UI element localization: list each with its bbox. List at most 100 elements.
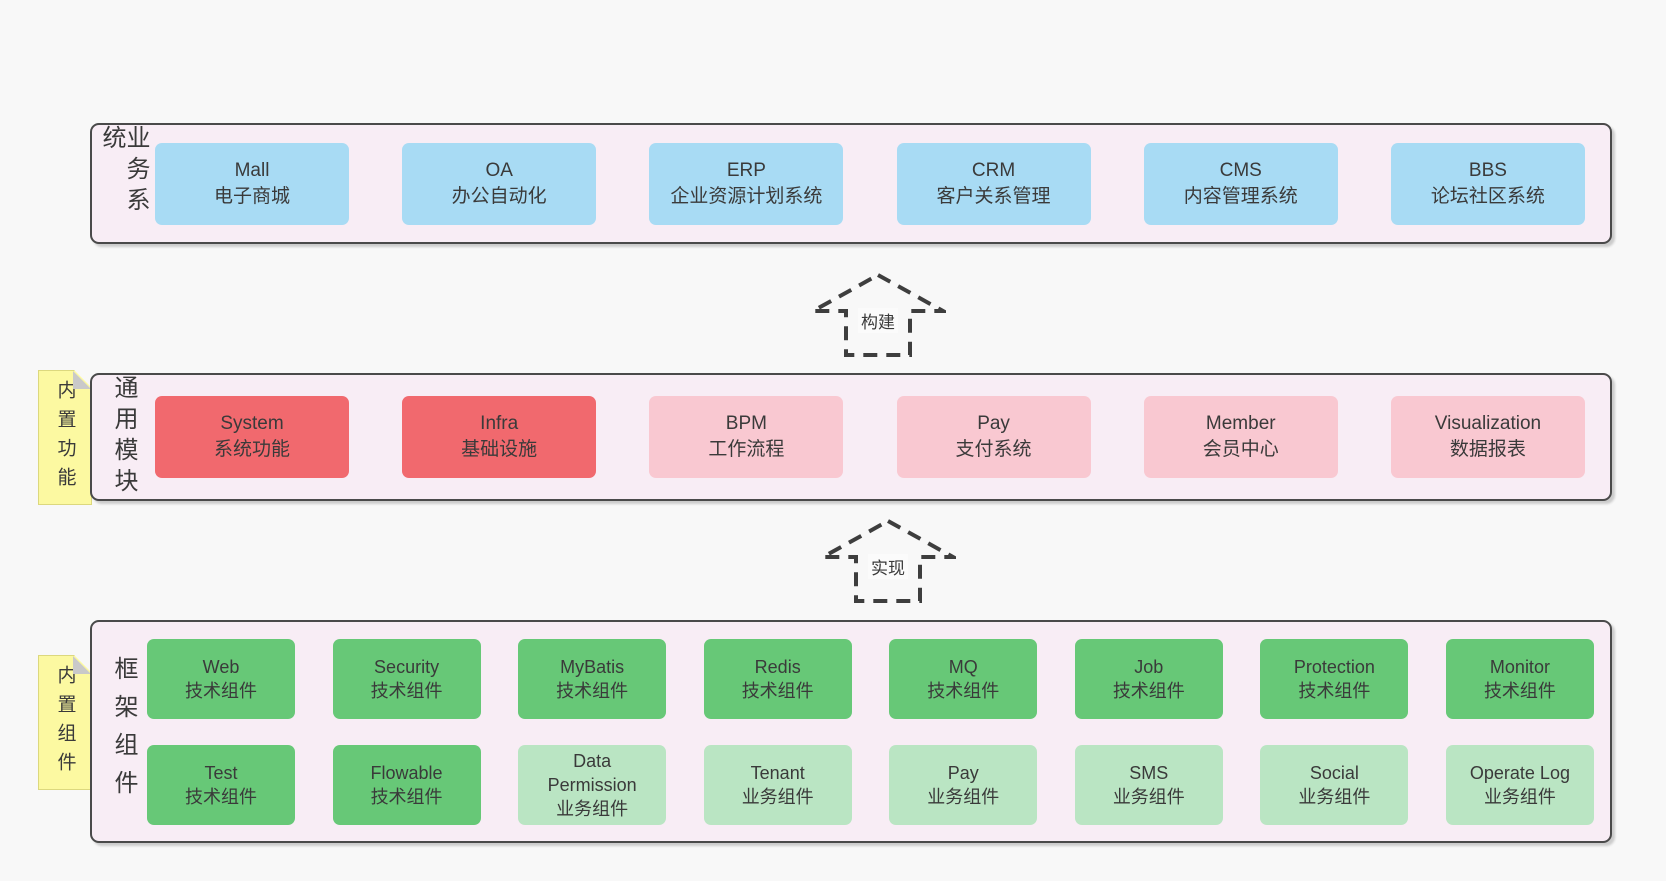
folded-corner-icon [73,656,91,674]
folded-corner-icon [73,371,91,389]
box-member: Member 会员中心 [1143,396,1338,478]
box-mall: Mall 电子商城 [155,142,349,225]
box-job: Job 技术组件 [1074,639,1223,719]
box-pay: Pay 业务组件 [889,745,1038,825]
module-desc: 业务组件 [556,799,629,819]
sticky-note-label: 内置功能 [54,379,76,496]
module-name: Job [1134,657,1164,677]
module-name: Pay [977,413,1010,434]
module-name: SMS [1129,763,1169,783]
module-name: BBS [1468,159,1507,181]
module-desc: 工作流程 [708,439,785,460]
module-name: CMS [1219,159,1262,181]
box-cms: CMS 内容管理系统 [1143,142,1338,225]
module-name: Mall [234,159,270,181]
module-desc: 技术组件 [1483,681,1556,701]
module-name: Data Permission [547,751,637,795]
section-label: 通用模块 [100,375,146,499]
module-name: CRM [971,159,1016,181]
module-name: Pay [947,763,979,783]
box-protection: Protection 技术组件 [1260,639,1409,719]
module-desc: 业务组件 [1298,787,1371,807]
box-test: Test 技术组件 [147,745,295,825]
module-name: Flowable [370,763,443,783]
box-mq: MQ 技术组件 [889,639,1038,719]
arrow-up-implement-icon: 实现 [815,518,961,604]
box-pay: Pay 支付系统 [896,396,1091,478]
module-desc: 技术组件 [1112,681,1185,701]
section-label: 业务系统 [98,125,149,242]
box-security: Security 技术组件 [332,639,481,719]
box-operate-log: Operate Log 业务组件 [1445,745,1594,825]
module-name: MQ [948,657,978,677]
module-desc: 电子商城 [213,185,290,207]
section-label: 框架组件 [100,622,146,841]
module-desc: 技术组件 [370,681,443,701]
module-name: Tenant [750,763,805,783]
box-monitor: Monitor 技术组件 [1445,639,1594,719]
module-name: Monitor [1489,657,1550,677]
module-name: Visualization [1434,413,1542,434]
sticky-note-built-in-features: 内置功能 [38,370,92,505]
module-name: Protection [1293,657,1375,677]
module-desc: 办公自动化 [451,185,547,207]
dashed-up-arrow-icon [805,272,951,357]
box-visualization: Visualization 数据报表 [1390,396,1585,478]
module-desc: 技术组件 [927,681,1000,701]
module-desc: 技术组件 [185,681,257,701]
module-desc: 技术组件 [1298,681,1371,701]
box-oa: OA 办公自动化 [402,142,597,225]
module-name: Operate Log [1469,763,1570,783]
module-name: ERP [726,159,766,181]
section-business-systems: 业务系统 Mall 电子商城 OA 办公自动化 ERP 企业资源计划系统 CRM 客户关系管理… [90,123,1612,244]
sticky-note-built-in-components: 内置组件 [38,655,92,790]
module-desc: 系统功能 [213,439,290,460]
module-desc: 技术组件 [185,787,257,807]
module-desc: 技术组件 [556,681,629,701]
module-name: Redis [754,657,801,677]
module-desc: 数据报表 [1449,439,1526,460]
module-name: OA [485,159,513,181]
arrow-up-build-icon: 构建 [805,272,951,358]
module-desc: 内容管理系统 [1183,185,1298,207]
module-desc: 业务组件 [1483,787,1556,807]
box-data-permission: Data Permission 业务组件 [518,745,667,825]
module-desc: 企业资源计划系统 [670,185,823,207]
module-desc: 业务组件 [1112,787,1185,807]
box-sms: SMS 业务组件 [1074,745,1223,825]
section-title-vertical: 框架组件 [110,655,137,808]
module-name: Security [374,657,440,677]
box-system: System 系统功能 [155,396,349,478]
module-name: System [220,413,284,434]
arrow-label-implement: 实现 [868,554,908,579]
dashed-up-arrow-icon [815,518,961,603]
box-crm: CRM 客户关系管理 [896,142,1091,225]
box-mybatis: MyBatis 技术组件 [518,639,667,719]
module-desc: 客户关系管理 [936,185,1051,207]
box-social: Social 业务组件 [1260,745,1409,825]
sticky-note-label: 内置组件 [54,664,76,781]
module-desc: 支付系统 [955,439,1032,460]
section-title-vertical: 通用模块 [110,375,137,499]
module-desc: 会员中心 [1202,439,1279,460]
module-name: Member [1205,413,1276,434]
module-desc: 业务组件 [927,787,1000,807]
module-name: Test [204,763,238,783]
module-name: Social [1309,763,1359,783]
module-name: MyBatis [560,657,625,677]
module-desc: 基础设施 [461,439,538,460]
section-title-vertical: 业务系统 [98,125,149,218]
